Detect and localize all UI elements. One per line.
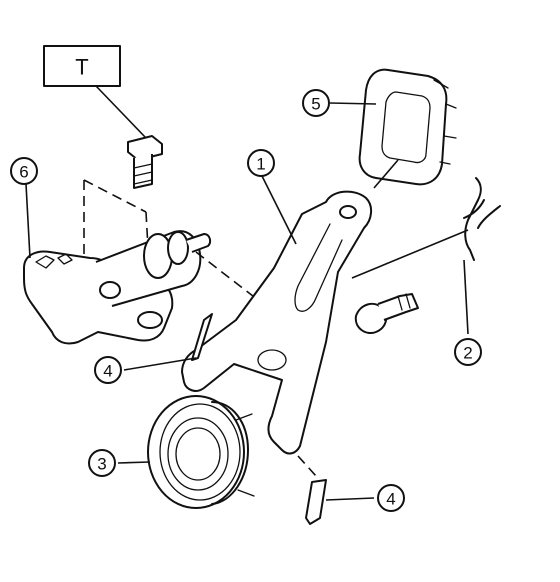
alignment-lines-bolt xyxy=(83,179,149,254)
leader-4b xyxy=(325,497,375,501)
leader-5 xyxy=(329,102,377,105)
leader-3 xyxy=(117,461,151,464)
torque-box: T xyxy=(43,45,147,139)
callout-3: 3 xyxy=(88,449,116,477)
pivot-stud xyxy=(351,229,469,334)
callout-4b-label: 4 xyxy=(386,490,395,509)
dust-boot xyxy=(358,68,457,189)
leader-1 xyxy=(261,175,297,245)
clip-upper xyxy=(191,313,213,361)
alignment-line-pushrod xyxy=(195,251,259,301)
callout-3-label: 3 xyxy=(97,455,106,474)
callout-1: 1 xyxy=(247,149,275,177)
housing-edge xyxy=(463,177,501,261)
leader-6 xyxy=(25,183,31,259)
callout-4b: 4 xyxy=(377,484,405,512)
clip-lower xyxy=(297,455,327,525)
torque-box-label: T xyxy=(75,55,88,80)
release-fork xyxy=(181,190,372,455)
callout-5-label: 5 xyxy=(311,95,320,114)
release-bearing xyxy=(147,395,255,509)
slave-cylinder xyxy=(23,230,212,345)
callout-5: 5 xyxy=(302,89,330,117)
callout-4a: 4 xyxy=(94,356,122,384)
leader-2 xyxy=(463,259,469,335)
callout-2: 2 xyxy=(454,338,482,366)
callout-4a-label: 4 xyxy=(103,362,112,381)
leader-4a xyxy=(123,357,197,371)
callout-6-label: 6 xyxy=(19,163,28,182)
callout-1-label: 1 xyxy=(256,155,265,174)
callout-6: 6 xyxy=(10,157,38,185)
callout-2-label: 2 xyxy=(463,344,472,363)
bolt xyxy=(127,135,163,189)
